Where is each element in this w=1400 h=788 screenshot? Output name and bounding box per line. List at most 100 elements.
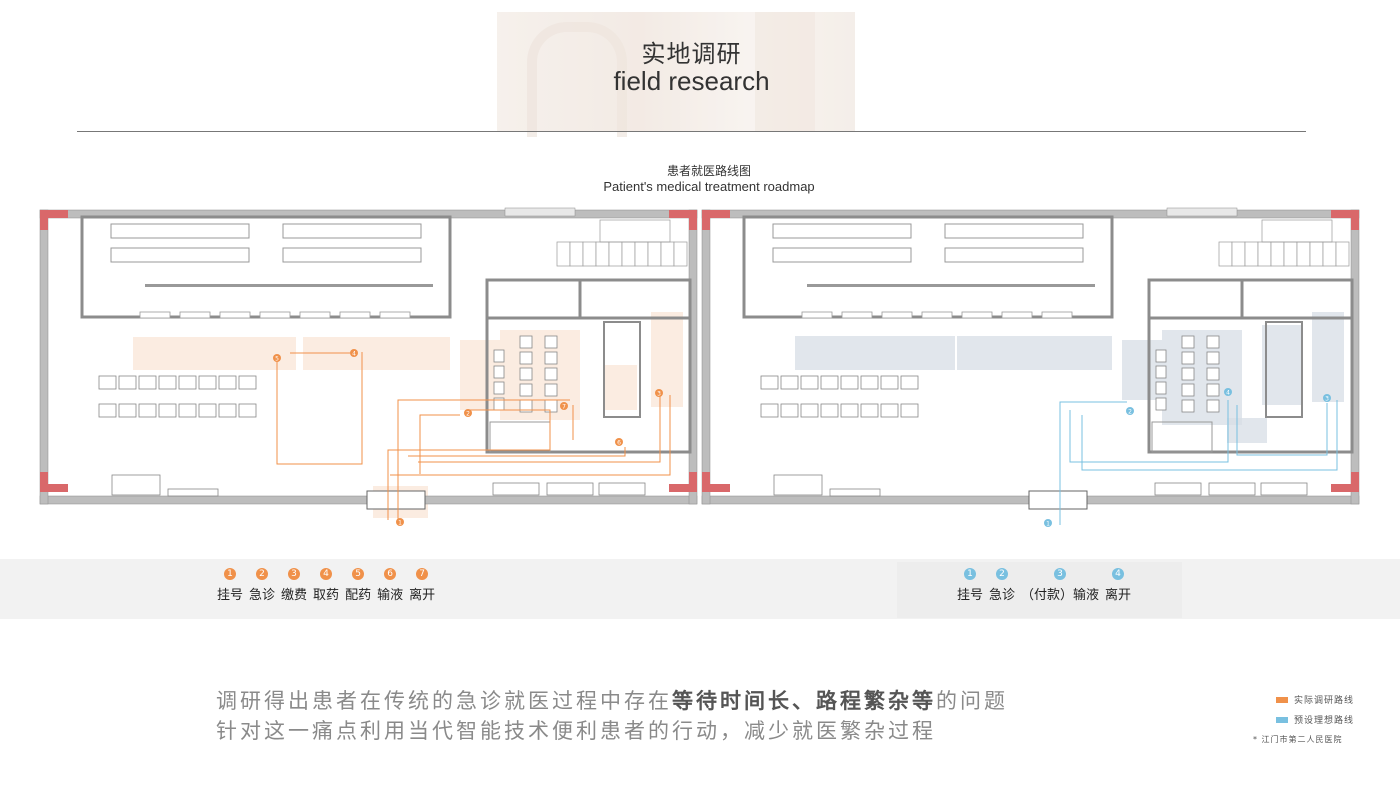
- bench: [492, 482, 540, 496]
- waiting-seat: [840, 403, 859, 418]
- top-window: [504, 207, 576, 217]
- waiting-seat: [138, 375, 157, 390]
- step-number-badge: 3: [288, 568, 301, 580]
- zone-area: [957, 336, 1112, 370]
- shelf: [944, 247, 1084, 263]
- key-swatch-orange: [1276, 696, 1288, 703]
- route-line: [390, 395, 671, 476]
- waiting-seat: [198, 375, 217, 390]
- corner-accent: [40, 210, 68, 218]
- bench: [1154, 482, 1202, 496]
- stair-step: [582, 241, 597, 267]
- zone-area: [1122, 340, 1162, 400]
- step-number-badge: 1: [964, 568, 976, 580]
- route-marker-label: 6: [617, 440, 621, 447]
- diagram-title-cn: 患者就医路线图: [666, 164, 751, 178]
- infusion-chair: [1155, 381, 1167, 395]
- summary-line-1-c: 的问题: [936, 689, 1008, 713]
- route-marker: [655, 389, 663, 397]
- shelf: [772, 223, 912, 239]
- waiting-seat: [800, 403, 819, 418]
- window-slot: [881, 311, 913, 319]
- window-slot: [841, 311, 873, 319]
- diagram-title-en: Patient's medical treatment roadmap: [603, 179, 815, 194]
- zone-area: [1162, 330, 1242, 425]
- legend-step-4: 4 离开: [1105, 568, 1131, 603]
- key-label-ideal: 预设理想路线: [1294, 716, 1355, 726]
- corner-accent: [40, 472, 48, 492]
- infusion-chair: [1181, 367, 1195, 381]
- stair-step: [673, 241, 688, 267]
- window-slot: [961, 311, 993, 319]
- bench: [829, 488, 881, 497]
- waiting-seat: [138, 403, 157, 418]
- room: [1265, 321, 1303, 418]
- window-slot: [139, 311, 171, 319]
- corner-accent: [702, 484, 730, 492]
- waiting-seat: [760, 375, 779, 390]
- bench: [1208, 482, 1256, 496]
- hospital-note: * 江门市第二人民医院: [1253, 735, 1343, 744]
- stair-step: [595, 241, 610, 267]
- route-line: [1081, 400, 1338, 471]
- waiting-seat: [118, 375, 137, 390]
- window-slot: [801, 311, 833, 319]
- stair-step: [621, 241, 636, 267]
- infusion-chair: [1181, 383, 1195, 397]
- infusion-chair: [1181, 335, 1195, 349]
- step-label: 取药: [313, 588, 340, 603]
- corner-accent: [702, 472, 710, 492]
- corner-accent: [1351, 210, 1359, 230]
- stair-landing: [599, 219, 671, 243]
- stair-step: [1218, 241, 1233, 267]
- zone-area: [795, 336, 955, 370]
- infusion-chair: [1181, 351, 1195, 365]
- step-number-badge: 6: [384, 568, 397, 580]
- route-line: [419, 414, 460, 474]
- step-number-badge: 5: [352, 568, 365, 580]
- window-slot: [299, 311, 331, 319]
- route-line: [276, 352, 363, 465]
- legend-band: [0, 559, 1400, 619]
- waiting-seat: [218, 403, 237, 418]
- outer-wall-left: [39, 209, 49, 505]
- route-marker: [1126, 407, 1134, 415]
- step-label: 离开: [1105, 588, 1132, 603]
- route-marker: [560, 402, 568, 410]
- waiting-seat: [98, 403, 117, 418]
- reception-desk: [111, 474, 161, 496]
- waiting-seat: [178, 403, 197, 418]
- title-divider: [77, 131, 1306, 132]
- shelf: [110, 223, 250, 239]
- step-label: 挂号: [217, 588, 244, 603]
- waiting-seat: [780, 403, 799, 418]
- step-number-badge: 4: [1112, 568, 1125, 580]
- step-label: 离开: [409, 588, 436, 603]
- waiting-seat: [238, 403, 257, 418]
- infusion-chair: [1206, 399, 1220, 413]
- waiting-seat: [880, 375, 899, 390]
- key-actual-route: 实际调研路线: [1276, 693, 1354, 706]
- zone-area: [1312, 312, 1344, 402]
- stair-step: [647, 241, 662, 267]
- step-number-badge: 2: [256, 568, 269, 580]
- summary-text: 调研得出患者在传统的急诊就医过程中存在等待时间长、路程繁杂等的问题 针对这一痛点…: [216, 686, 1008, 746]
- legend-step-3: 3 缴费: [281, 568, 307, 603]
- waiting-seat: [880, 403, 899, 418]
- waiting-seat: [238, 375, 257, 390]
- waiting-seat: [158, 375, 177, 390]
- waiting-seat: [218, 375, 237, 390]
- corner-accent: [1351, 472, 1359, 492]
- route-line: [1236, 403, 1328, 456]
- stair-step: [569, 241, 584, 267]
- step-label: 配药: [345, 588, 372, 603]
- waiting-seat: [98, 375, 117, 390]
- stair-step: [1270, 241, 1285, 267]
- route-marker: [273, 354, 281, 362]
- step-label: 缴费: [281, 588, 308, 603]
- step-label: 输液: [377, 588, 404, 603]
